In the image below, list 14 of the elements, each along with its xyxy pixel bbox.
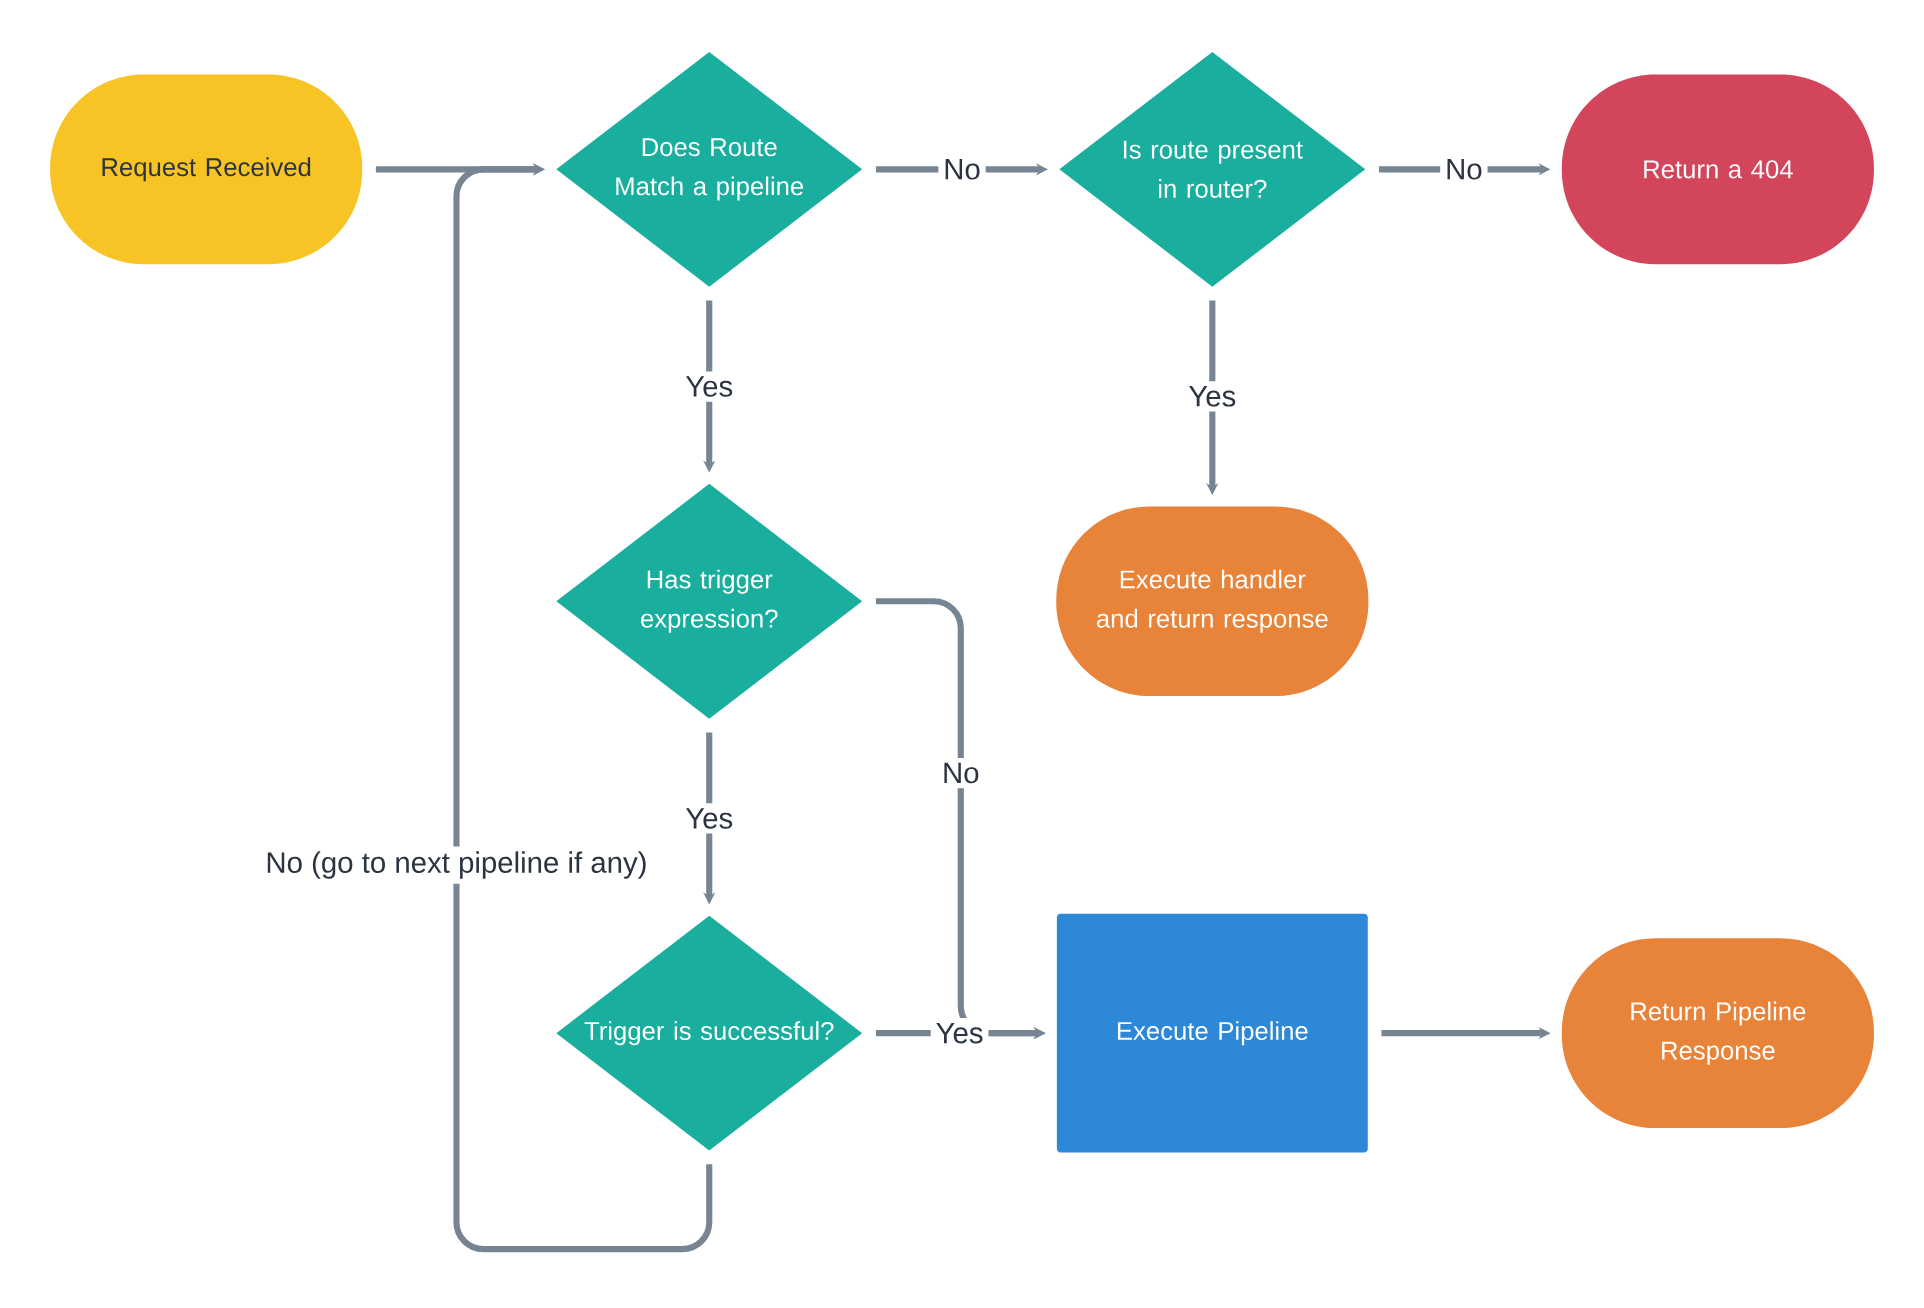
- process-box: Execute Pipeline: [1056, 913, 1368, 1153]
- edge-label: No (go to next pipeline if any): [260, 846, 653, 884]
- edge-label: Yes: [930, 1018, 989, 1049]
- terminal-pill: Execute handler and return response: [1056, 506, 1369, 697]
- terminal-pill: Return a 404: [1561, 74, 1874, 265]
- edge-label: No: [1440, 154, 1488, 185]
- terminal-pill: Request Received: [50, 74, 363, 265]
- terminal-pill: Return Pipeline Response: [1561, 938, 1874, 1129]
- arrow: [453, 163, 713, 1253]
- edge-label: No: [937, 757, 985, 789]
- edge-label: Yes: [1183, 381, 1242, 412]
- edge-label: No: [938, 154, 986, 185]
- edge-label: Yes: [680, 371, 739, 402]
- edge-label: Yes: [680, 803, 739, 834]
